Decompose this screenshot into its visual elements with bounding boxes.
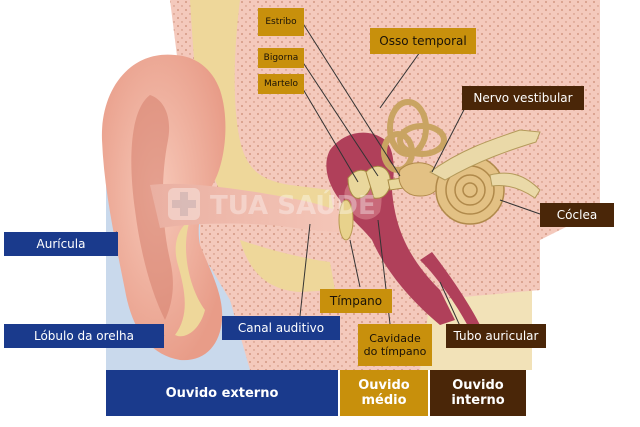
ear-canal (150, 183, 345, 232)
watermark-logo (168, 188, 200, 220)
semicircular-canals (381, 99, 447, 173)
label-cavidade-line2: do tímpano (363, 345, 427, 358)
leader-lines (95, 21, 541, 337)
malleus (347, 169, 372, 199)
section-medio-line1: Ouvido (358, 378, 410, 393)
label-coclea: Cóclea (540, 203, 614, 227)
label-martelo: Martelo (258, 74, 304, 94)
label-canal-auditivo: Canal auditivo (222, 316, 340, 340)
section-ouvido-externo: Ouvido externo (106, 370, 338, 416)
label-cavidade-line1: Cavidade (369, 332, 421, 345)
section-interno-line2: interno (451, 393, 505, 408)
label-osso-temporal: Osso temporal (370, 28, 476, 54)
section-ouvido-medio: Ouvido médio (340, 370, 428, 416)
label-auricula: Aurícula (4, 232, 118, 256)
section-interno-line1: Ouvido (452, 378, 504, 393)
cartilage (190, 0, 335, 226)
watermark-text: TUA SAÚDE (210, 189, 376, 221)
label-nervo-vestibular: Nervo vestibular (462, 86, 584, 110)
section-medio-line2: médio (361, 393, 407, 408)
label-timpano: Tímpano (320, 289, 392, 313)
label-bigorna: Bigorna (258, 48, 304, 68)
label-estribo: Estribo (258, 8, 304, 36)
section-ouvido-interno: Ouvido interno (430, 370, 526, 416)
eustachian-tube (420, 252, 480, 330)
vestibular-nerve (429, 129, 541, 181)
incus (365, 165, 391, 199)
label-lobulo-da-orelha: Lóbulo da orelha (4, 324, 164, 348)
eardrum (338, 199, 354, 241)
label-tubo-auricular: Tubo auricular (446, 324, 546, 348)
label-cavidade-do-timpano: Cavidade do tímpano (358, 324, 432, 366)
